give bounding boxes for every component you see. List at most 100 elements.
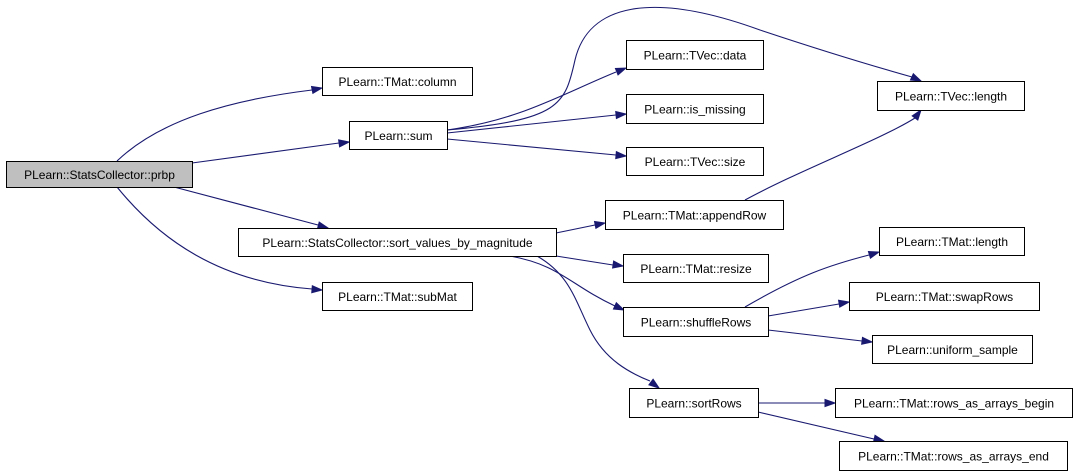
edge-prbp-to-column xyxy=(116,85,324,162)
arrowhead-icon xyxy=(837,299,851,308)
arrowhead-icon xyxy=(612,301,626,311)
node-label: PLearn::sortRows xyxy=(646,397,741,411)
node-label: PLearn::TMat::rows_as_arrays_begin xyxy=(854,397,1054,411)
node-sortRows[interactable]: PLearn::sortRows xyxy=(629,388,759,418)
edge-line xyxy=(744,117,916,201)
edge-prbp-to-sum xyxy=(191,139,351,164)
edge-line xyxy=(767,303,840,317)
node-label: PLearn::TMat::swapRows xyxy=(876,290,1013,304)
node-column[interactable]: PLearn::TMat::column xyxy=(322,67,473,96)
edge-line xyxy=(509,255,616,307)
node-label: PLearn::TVec::size xyxy=(645,155,746,169)
node-rows-begin[interactable]: PLearn::TMat::rows_as_arrays_begin xyxy=(835,388,1073,418)
edge-line xyxy=(757,411,875,440)
node-label: PLearn::is_missing xyxy=(644,103,745,117)
node-swapRows[interactable]: PLearn::TMat::swapRows xyxy=(849,282,1040,311)
arrowhead-icon xyxy=(861,336,874,345)
node-box xyxy=(626,94,764,124)
nodes-layer: PLearn::StatsCollector::prbpPLearn::TMat… xyxy=(6,40,1073,471)
node-box xyxy=(6,161,193,188)
edge-line xyxy=(767,329,863,342)
node-label: PLearn::TMat::rows_as_arrays_end xyxy=(858,450,1049,464)
node-label: PLearn::shuffleRows xyxy=(641,316,752,330)
node-subMat[interactable]: PLearn::TMat::subMat xyxy=(322,282,473,311)
node-label: PLearn::sum xyxy=(364,129,432,143)
node-box xyxy=(629,388,759,418)
node-label: PLearn::TVec::data xyxy=(644,49,747,63)
edge-line xyxy=(555,255,614,266)
arrowhead-icon xyxy=(867,250,881,260)
edge-line xyxy=(536,255,651,382)
node-box xyxy=(839,441,1068,471)
node-resize[interactable]: PLearn::TMat::resize xyxy=(623,254,769,283)
edge-line xyxy=(555,224,596,234)
node-label: PLearn::StatsCollector::sort_values_by_m… xyxy=(262,236,532,250)
node-box xyxy=(238,228,557,257)
node-box xyxy=(623,254,769,283)
edge-line xyxy=(446,71,617,131)
edge-sum-to-is-missing xyxy=(446,110,628,134)
arrowhead-icon xyxy=(615,150,628,160)
node-box xyxy=(849,282,1040,311)
arrowhead-icon xyxy=(311,284,324,294)
edge-sort-values-to-appendRow xyxy=(555,220,607,234)
node-box xyxy=(626,147,764,176)
node-box xyxy=(626,40,764,70)
edge-sort-values-to-resize xyxy=(555,255,625,269)
edge-sum-to-tvec-length xyxy=(446,6,923,131)
node-box xyxy=(879,227,1025,256)
edge-line xyxy=(116,186,313,290)
node-sort-values[interactable]: PLearn::StatsCollector::sort_values_by_m… xyxy=(238,228,557,257)
edge-line xyxy=(191,142,340,164)
node-box xyxy=(322,67,473,96)
arrowhead-icon xyxy=(614,67,628,76)
arrowhead-icon xyxy=(909,72,923,82)
node-box xyxy=(322,282,473,311)
node-label: PLearn::TMat::subMat xyxy=(338,290,457,304)
node-label: PLearn::TVec::length xyxy=(895,90,1007,104)
node-label: PLearn::TMat::length xyxy=(896,235,1008,249)
edge-sum-to-tvec-size xyxy=(446,138,628,160)
arrowhead-icon xyxy=(316,221,330,230)
node-tvec-size[interactable]: PLearn::TVec::size xyxy=(626,147,764,176)
node-label: PLearn::StatsCollector::prbp xyxy=(24,168,175,182)
arrowhead-icon xyxy=(310,85,324,95)
node-tvec-length[interactable]: PLearn::TVec::length xyxy=(877,81,1025,111)
node-box xyxy=(605,200,784,230)
node-prbp[interactable]: PLearn::StatsCollector::prbp xyxy=(6,161,193,188)
edge-line xyxy=(446,138,617,156)
edge-line xyxy=(446,114,617,134)
arrowhead-icon xyxy=(615,110,628,120)
node-shuffleRows[interactable]: PLearn::shuffleRows xyxy=(623,307,769,337)
edge-line xyxy=(446,6,913,131)
edge-appendRow-to-tvec-length xyxy=(744,108,922,201)
arrowhead-icon xyxy=(593,220,607,230)
edge-line xyxy=(116,89,313,162)
edge-prbp-to-sort-values xyxy=(173,186,330,230)
edge-shuffleRows-to-tmat-length xyxy=(744,250,881,308)
arrowhead-icon xyxy=(911,108,922,121)
node-uniform-sample[interactable]: PLearn::uniform_sample xyxy=(872,335,1033,364)
node-is-missing[interactable]: PLearn::is_missing xyxy=(626,94,764,124)
edge-line xyxy=(744,254,870,308)
node-label: PLearn::TMat::column xyxy=(338,75,456,89)
node-tvec-data[interactable]: PLearn::TVec::data xyxy=(626,40,764,70)
edge-shuffleRows-to-swapRows xyxy=(767,299,851,317)
node-rows-end[interactable]: PLearn::TMat::rows_as_arrays_end xyxy=(839,441,1068,471)
edge-sort-values-to-sortRows xyxy=(536,255,661,389)
edge-sort-values-to-shuffleRows xyxy=(509,255,626,311)
node-label: PLearn::uniform_sample xyxy=(887,343,1018,357)
arrowhead-icon xyxy=(648,378,661,389)
node-sum[interactable]: PLearn::sum xyxy=(349,121,448,150)
node-box xyxy=(872,335,1033,364)
edge-sortRows-to-rows-begin xyxy=(758,398,837,408)
node-label: PLearn::TMat::resize xyxy=(640,262,752,276)
node-box xyxy=(835,388,1073,418)
node-tmat-length[interactable]: PLearn::TMat::length xyxy=(879,227,1025,256)
node-appendRow[interactable]: PLearn::TMat::appendRow xyxy=(605,200,784,230)
node-box xyxy=(623,307,769,337)
node-label: PLearn::TMat::appendRow xyxy=(623,209,767,223)
edge-sum-to-tvec-data xyxy=(446,67,628,131)
edge-line xyxy=(173,186,319,226)
